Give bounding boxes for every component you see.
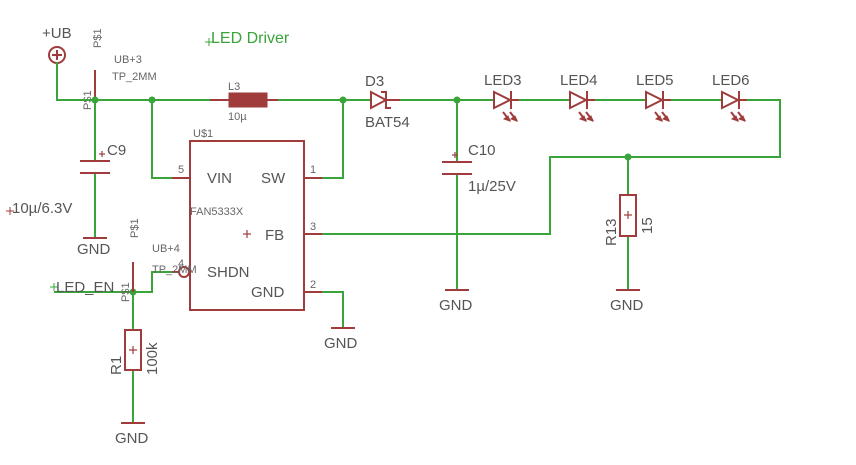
u1-name: U$1 bbox=[193, 128, 213, 140]
u1-pin-sw: SW bbox=[261, 170, 286, 187]
u1-pin1-num: 1 bbox=[310, 164, 316, 176]
r1-value: 100k bbox=[144, 342, 161, 375]
u1-pin3-num: 3 bbox=[310, 221, 316, 233]
c9-name: C9 bbox=[107, 142, 126, 159]
ic-u1 bbox=[172, 140, 322, 311]
c10-value: 1µ/25V bbox=[468, 178, 516, 195]
u1-pin-vin: VIN bbox=[207, 170, 232, 187]
u1-pin4-num: 4 bbox=[178, 258, 184, 270]
capacitor-c9 bbox=[80, 151, 110, 174]
supply-ub-label: +UB bbox=[42, 25, 72, 42]
c10-name: C10 bbox=[468, 142, 496, 159]
r13-value: 15 bbox=[639, 217, 656, 234]
gnd-label-ic: GND bbox=[324, 335, 358, 352]
l3-name: L3 bbox=[228, 81, 240, 93]
led6-name: LED6 bbox=[712, 72, 750, 89]
gnd-label-c9: GND bbox=[77, 241, 111, 258]
led4-name: LED4 bbox=[560, 72, 598, 89]
net-label-led-en: LED_EN bbox=[56, 279, 114, 296]
led5-name: LED5 bbox=[636, 72, 674, 89]
testpoint-ub3-name: UB+3 bbox=[114, 54, 142, 66]
r13-name: R13 bbox=[603, 218, 620, 246]
testpoint-ub4-pad: P$1 bbox=[129, 218, 141, 238]
c9-value-marker bbox=[6, 207, 14, 215]
junction-dots bbox=[91, 96, 632, 296]
testpoint-ub4-name: UB+4 bbox=[152, 243, 180, 255]
u1-pin-gnd: GND bbox=[251, 284, 285, 301]
led-en-marker bbox=[50, 283, 58, 291]
supply-ub-symbol bbox=[48, 46, 66, 64]
resistor-r1 bbox=[124, 329, 142, 371]
u1-pin-shdn: SHDN bbox=[207, 264, 250, 281]
schematic-title: LED Driver bbox=[211, 30, 290, 47]
d3-value: BAT54 bbox=[365, 114, 410, 131]
u1-pin-fb: FB bbox=[265, 227, 284, 244]
c9-value: 10µ/6.3V bbox=[12, 200, 72, 217]
gnd-label-r13: GND bbox=[610, 297, 644, 314]
wire-net bbox=[54, 62, 781, 424]
led-led6 bbox=[721, 90, 747, 122]
testpoint-ub3-pad: P$1 bbox=[92, 28, 104, 48]
led-led5 bbox=[645, 90, 671, 122]
diode-d3 bbox=[370, 90, 400, 110]
gnd-label-r1: GND bbox=[115, 430, 149, 447]
led-led4 bbox=[569, 90, 595, 122]
capacitor-c10 bbox=[442, 152, 472, 175]
testpoint-ub4-pin: P$1 bbox=[120, 282, 132, 302]
gnd-label-c10: GND bbox=[439, 297, 473, 314]
l3-value: 10µ bbox=[228, 111, 247, 123]
u1-part: FAN5333X bbox=[190, 206, 244, 218]
inductor-l3 bbox=[210, 92, 278, 108]
led3-name: LED3 bbox=[484, 72, 522, 89]
led-led3 bbox=[493, 90, 519, 122]
title-marker bbox=[205, 38, 213, 46]
testpoint-ub4-package: TP_2MM bbox=[152, 264, 197, 276]
u1-pin5-num: 5 bbox=[178, 164, 184, 176]
u1-pin2-num: 2 bbox=[310, 279, 316, 291]
resistor-r13 bbox=[619, 194, 637, 237]
d3-name: D3 bbox=[365, 73, 384, 90]
testpoint-ub3-package: TP_2MM bbox=[112, 71, 157, 83]
r1-name: R1 bbox=[108, 356, 125, 375]
